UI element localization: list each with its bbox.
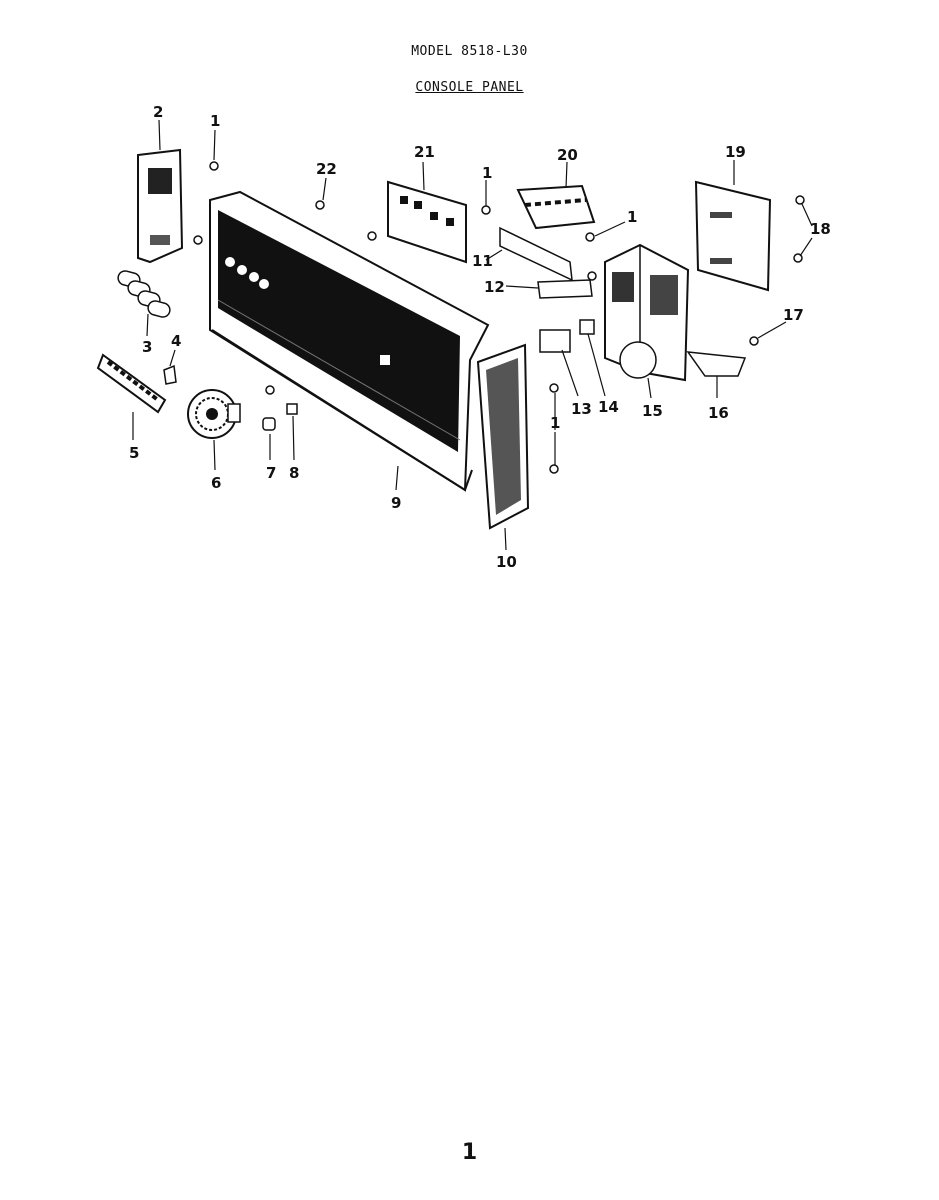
- callout-1-d: 1: [550, 414, 560, 432]
- part-2-end-bracket: [137, 148, 184, 264]
- part-12-bracket: [537, 279, 593, 299]
- callout-15: 15: [642, 402, 663, 420]
- callout-10: 10: [496, 553, 517, 571]
- callout-11: 11: [472, 252, 493, 270]
- part-14-plug: [579, 319, 595, 335]
- callout-5: 5: [129, 444, 139, 462]
- callout-12: 12: [484, 278, 505, 296]
- section-title: CONSOLE PANEL: [415, 80, 524, 95]
- callout-1: 1: [210, 112, 220, 130]
- callout-13: 13: [571, 400, 592, 418]
- callout-20: 20: [557, 146, 578, 164]
- callout-19: 19: [725, 143, 746, 161]
- part-5-nameplate: [96, 353, 167, 414]
- exploded-view-diagram: 1 2 3 4 5 6 7 8 9 10 11 12 13 14 15 16 1…: [96, 103, 831, 571]
- part-3-lenses: [117, 270, 171, 318]
- part-9-console-panel: [209, 190, 490, 492]
- callout-16: 16: [708, 404, 729, 422]
- part-6-knob: [187, 389, 241, 439]
- part-11-bracket: [499, 226, 573, 282]
- part-13-switch: [539, 329, 571, 353]
- callout-14: 14: [598, 398, 619, 416]
- part-21-mounting-plate: [387, 180, 467, 264]
- callout-4: 4: [171, 332, 181, 350]
- callout-1-b: 1: [482, 164, 492, 182]
- page-number: 1: [461, 1140, 478, 1165]
- callout-1-c: 1: [627, 208, 637, 226]
- part-16-bracket: [686, 351, 747, 377]
- part-7-insert: [262, 417, 276, 431]
- callout-9: 9: [391, 494, 401, 512]
- part-4-clip: [163, 364, 177, 385]
- part-20-terminal-block: [516, 184, 596, 230]
- callout-3: 3: [142, 338, 152, 356]
- callout-8: 8: [289, 464, 299, 482]
- callout-6: 6: [211, 474, 221, 492]
- model-title: MODEL 8518-L30: [411, 44, 528, 59]
- part-19-cover: [694, 180, 772, 292]
- callout-21: 21: [414, 143, 435, 161]
- callout-22: 22: [316, 160, 337, 178]
- leader-lines: [132, 119, 813, 551]
- part-8-spring: [286, 403, 298, 415]
- screws: [193, 161, 805, 474]
- part-10-end-trim: [476, 343, 530, 530]
- callout-7: 7: [266, 464, 276, 482]
- callout-17: 17: [783, 306, 804, 324]
- part-15-timer: [604, 243, 690, 382]
- callout-18: 18: [810, 220, 831, 238]
- callout-2: 2: [153, 103, 163, 121]
